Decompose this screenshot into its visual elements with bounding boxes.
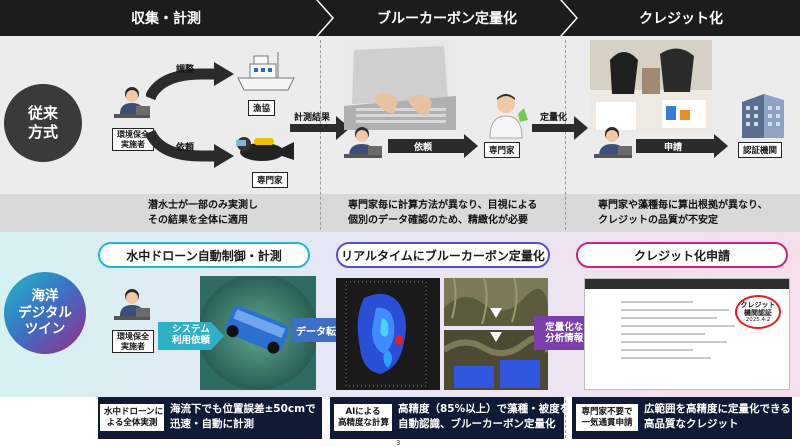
document-line (621, 333, 705, 335)
step-header-collect-label: 収集・計測 (131, 11, 201, 27)
issue-quantify-text: 専門家毎に計算方法が異なり、目視による 個別のデータ確認のため、精緻化が必要 (348, 200, 538, 226)
seaweed-photo (444, 278, 548, 326)
traditional-method-badge: 従来 方式 (4, 84, 82, 162)
applicant-icon (594, 127, 632, 158)
request2-arrow-head (464, 134, 478, 158)
certification-building-icon (742, 94, 784, 138)
document-line (621, 357, 711, 359)
quantify-arrow-head (574, 116, 588, 140)
bluecarbon-heatmap (336, 278, 440, 390)
dt-environment-worker-icon (114, 289, 150, 320)
quantify-label: 定量化 (540, 113, 568, 123)
traditional-issues-band (0, 194, 800, 232)
benefit-text-drone: 海流下でも位置誤差±50cmで 迅速・自動に計測 (170, 403, 316, 431)
request2-arrow (388, 139, 466, 153)
quantify-arrow (532, 124, 576, 132)
document-line (621, 309, 729, 311)
benefit-tag-drone: 水中ドローンに よる全体実測 (100, 404, 164, 432)
apply-arrow-head (714, 134, 728, 158)
laptop-typing-photo (344, 40, 456, 130)
credit-badge-date: 2025.4.2 (745, 317, 771, 324)
analysis-info-label: 定量化など 分析情報 (545, 321, 593, 344)
document-line (621, 349, 693, 351)
data-transfer-label: データ転送 (296, 326, 346, 338)
request2-label: 依頼 (414, 143, 433, 153)
fishery-coop-label: 漁協 (248, 100, 276, 116)
system-request-label: システム 利用依頼 (171, 324, 210, 346)
issue-collect-text: 潜水士が一部のみ実測し その結果を全体に適用 (148, 200, 258, 226)
cert-body-label: 認証機関 (738, 142, 783, 158)
requester-icon (344, 127, 382, 158)
credit-application-window: クレジット 機関認証 2025.4.2 (584, 278, 790, 390)
pill-realtime-text: リアルタイムにブルーカーボン定量化 (341, 248, 545, 263)
credit-certified-badge: クレジット 機関認証 2025.4.2 (735, 295, 781, 329)
apply-label: 申請 (664, 143, 683, 153)
benefit-text-credit: 広範囲を高精度に定量化できる 高品質なクレジット (644, 403, 791, 431)
pill-drone-text: 水中ドローン自動制御・計測 (126, 248, 282, 263)
traditional-label-line2: 方式 (27, 123, 58, 141)
step-header-collect: 収集・計測 (0, 0, 332, 36)
document-line (621, 341, 727, 343)
document-line (621, 317, 717, 319)
step-pill-credit: クレジット化申請 (576, 242, 788, 268)
dt-environment-worker-label: 環境保全 実施者 (112, 330, 154, 354)
issue-credit-text: 専門家や藻種毎に算出根拠が異なり、 クレジットの品質が不安定 (598, 200, 768, 226)
step-header-credit: クレジット化 (562, 0, 800, 36)
divider (320, 40, 321, 230)
flow-arrows (146, 62, 234, 168)
benefit-text-ai: 高精度（85%以上）で藻種・被度を 自動認識、ブルーカーボン定量化 (398, 403, 571, 431)
scientist-icon (489, 94, 528, 139)
fishing-boat-image (237, 52, 295, 91)
seaweed-detection-photo (444, 330, 548, 390)
measurement-result-label: 計測結果 (294, 113, 331, 123)
dt-label-line3: ツイン (24, 321, 66, 338)
apply-arrow (636, 139, 716, 153)
step-header-quantify: ブルーカーボン定量化 (318, 0, 576, 36)
dt-label-line1: 海洋 (31, 287, 59, 304)
specialist-label: 専門家 (252, 172, 288, 188)
document-line (621, 301, 693, 303)
specialist2-label: 専門家 (484, 142, 520, 158)
step-pill-realtime: リアルタイムにブルーカーボン定量化 (336, 242, 550, 268)
document-topbar (585, 279, 789, 289)
step-pill-drone: 水中ドローン自動制御・計測 (98, 242, 310, 268)
document-line (621, 325, 735, 327)
system-request-arrow: システム 利用依頼 (158, 322, 224, 350)
environment-worker-icon (114, 87, 150, 118)
diver-image (236, 137, 294, 161)
benefit-tag-credit: 専門家不要で 一気通貫申請 (576, 404, 638, 432)
dt-label-line2: デジタル (18, 304, 72, 321)
request-arrow-label: 依頼 (176, 143, 195, 153)
step-header-credit-label: クレジット化 (639, 11, 723, 27)
pill-credit-text: クレジット化申請 (633, 248, 730, 263)
adjust-arrow-label: 調整 (176, 65, 195, 75)
traditional-label-line1: 従来 (27, 104, 58, 123)
benefit-tag-ai: AIによる 高精度な計算 (334, 404, 392, 432)
document-body (621, 295, 741, 365)
ocean-digital-twin-badge: 海洋 デジタル ツイン (4, 272, 86, 354)
measurement-result-arrow (290, 124, 338, 132)
divider (565, 40, 566, 230)
office-meeting-photo (590, 40, 712, 132)
step-header-quantify-label: ブルーカーボン定量化 (377, 11, 517, 27)
page-number: 3 (396, 439, 401, 447)
credit-badge-text: クレジット 機関認証 (740, 300, 776, 317)
